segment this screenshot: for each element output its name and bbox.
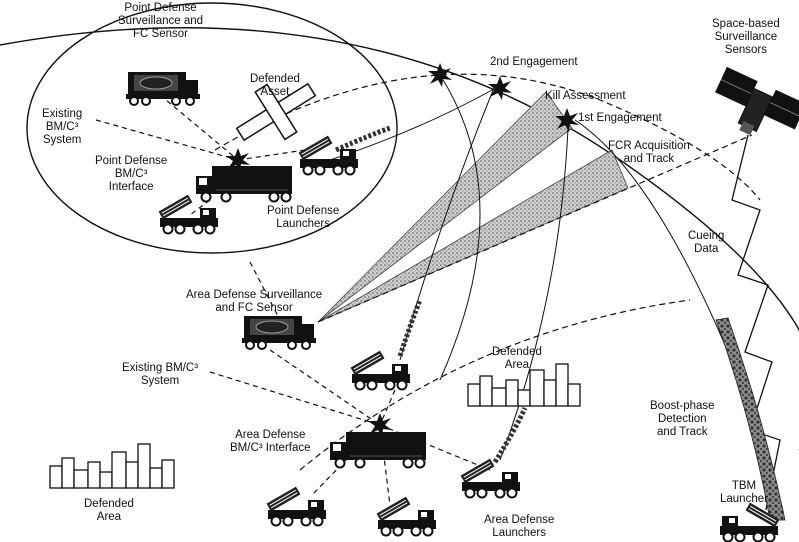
label-point-defense-launchers: Point Defense Launchers xyxy=(267,205,340,230)
satellite-downlink-bolt xyxy=(731,134,781,511)
label-cueing-data: Cueing Data xyxy=(688,230,725,255)
label-area-defense-bmc3: Area Defense BM/C³ Interface xyxy=(230,429,311,454)
engagement-dashed-arc xyxy=(214,73,761,201)
command-truck-icon xyxy=(329,431,427,469)
label-point-defense-bmc3: Point Defense BM/C³ Interface xyxy=(95,155,168,193)
label-defended-asset: Defended Asset xyxy=(250,73,300,98)
label-area-defense-launchers: Area Defense Launchers xyxy=(484,514,555,539)
radar-truck-icon xyxy=(241,315,317,350)
command-truck-icon xyxy=(195,165,293,203)
label-defended-area-left: Defended Area xyxy=(84,498,134,523)
radar-truck-icon xyxy=(125,71,201,106)
label-boost-phase: Boost-phase Detection and Track xyxy=(650,400,715,438)
fcr-beam-lower xyxy=(317,149,629,323)
label-point-defense-sensor: Point Defense Surveillance and FC Sensor xyxy=(118,2,204,40)
point-defense-zone xyxy=(26,2,398,254)
area-defended-dashed-arc xyxy=(299,299,691,471)
horizon-arc xyxy=(0,27,799,450)
launcher-vehicle-icon xyxy=(297,134,359,176)
label-existing-bmc3-top: Existing BM/C³ System xyxy=(42,108,83,146)
fcr-beam-upper xyxy=(317,91,573,323)
interceptor-track-3 xyxy=(499,127,569,461)
launcher-vehicle-icon xyxy=(459,457,521,499)
label-existing-bmc3-mid: Existing BM/C³ System xyxy=(122,362,199,387)
label-kill-assessment: Kill Assessment xyxy=(545,90,626,102)
cueing-data-line xyxy=(317,134,753,323)
runway-asset-icon xyxy=(235,82,317,142)
label-fcr-acquisition: FCR Acquisition and Track xyxy=(608,140,690,165)
interceptor-track-2 xyxy=(399,87,495,361)
label-area-defense-sensor: Area Defense Surveillance and FC Sensor xyxy=(186,289,323,314)
label-second-engagement: 2nd Engagement xyxy=(490,56,578,68)
city-skyline-icon xyxy=(467,363,581,407)
label-space-sensors: Space-based Surveillance Sensors xyxy=(712,18,780,56)
label-defended-area-right: Defended Area xyxy=(492,346,542,371)
label-first-engagement: 1st Engagement xyxy=(578,112,662,124)
city-skyline-icon xyxy=(49,443,175,489)
launcher-vehicle-icon xyxy=(265,485,327,527)
boost-plume xyxy=(715,317,786,521)
label-tbm-launcher: TBM Launcher xyxy=(720,480,768,505)
launcher-vehicle-icon xyxy=(375,495,437,537)
satellite-icon xyxy=(715,66,799,136)
interceptor-track-4 xyxy=(439,74,481,381)
